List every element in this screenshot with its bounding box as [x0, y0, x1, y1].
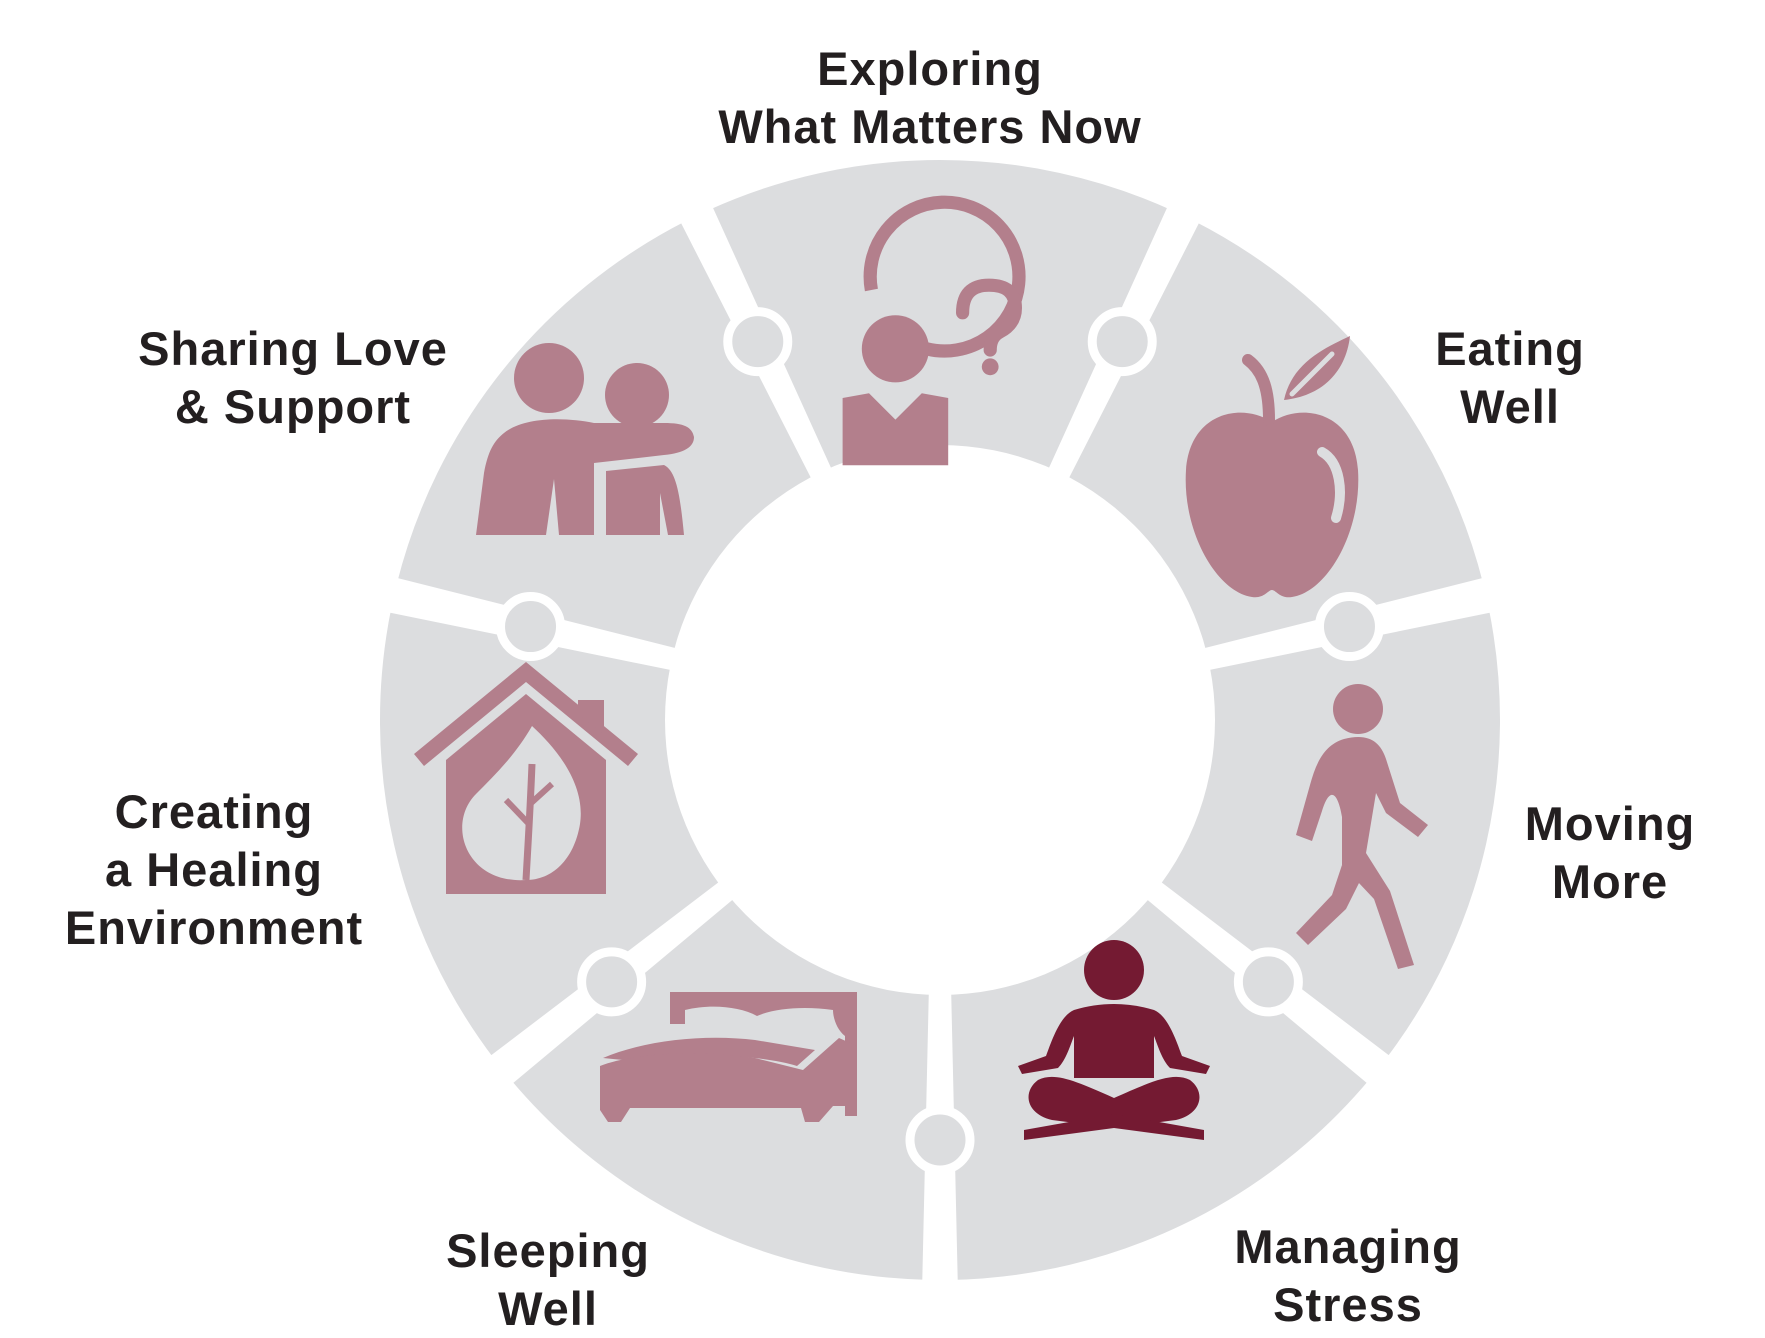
- label-exploring: Exploring What Matters Now: [718, 42, 1142, 153]
- label-eating: Eating Well: [1435, 322, 1585, 433]
- walking-person-icon: [1296, 684, 1428, 969]
- apple-icon: [1185, 336, 1359, 598]
- puzzle-tab: [723, 307, 793, 377]
- label-sharing: Sharing Love & Support: [138, 322, 448, 433]
- bed-icon: [600, 992, 857, 1122]
- label-managing: Managing Stress: [1234, 1220, 1462, 1331]
- puzzle-tab: [1233, 947, 1303, 1017]
- label-moving: Moving More: [1524, 797, 1696, 908]
- person-question-icon: [842, 195, 1026, 466]
- embracing-people-icon: [476, 343, 694, 535]
- puzzle-tab: [496, 592, 566, 662]
- puzzle-tab: [1314, 592, 1384, 662]
- label-creating: Creating a Healing Environment: [64, 785, 364, 954]
- house-leaf-icon: [414, 662, 638, 894]
- puzzle-tab: [1087, 307, 1157, 377]
- label-sleeping: Sleeping Well: [446, 1224, 650, 1335]
- puzzle-tab: [905, 1105, 975, 1175]
- puzzle-tab: [577, 947, 647, 1017]
- meditation-icon: [1018, 940, 1210, 1140]
